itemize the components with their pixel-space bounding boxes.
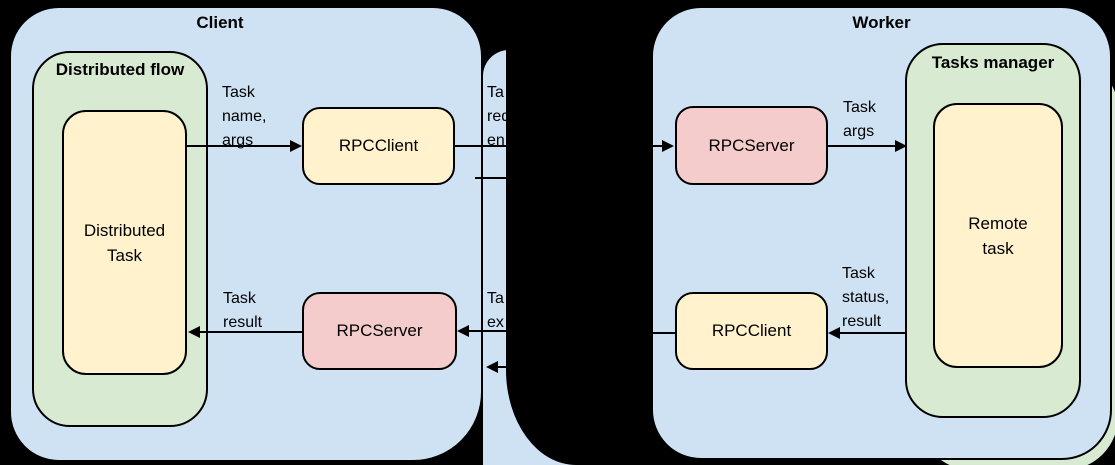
task-status-result-line3: result <box>842 313 882 330</box>
broker-fragment-top-line2: req <box>487 108 511 125</box>
worker-rpcserver-node: RPCServer <box>675 106 828 185</box>
client-rpcserver-label: RPCServer <box>336 321 423 340</box>
arrow-rpcserver-to-task-line <box>200 331 302 333</box>
distributed-task-label-line2: Task <box>107 245 142 265</box>
broker-fragment-top-line1: Ta <box>487 84 504 101</box>
task-name-args-line2: name, <box>222 108 267 125</box>
broker-fragment-bottom: Ta ex <box>487 287 504 335</box>
distributed-task-node: Distributed Task <box>62 110 187 375</box>
worker-rpcserver-label: RPCServer <box>708 135 795 155</box>
broker-fragment-bottom-line2: ex <box>487 314 504 331</box>
task-args-label: Task args <box>843 96 876 144</box>
task-result-line2: result <box>223 314 263 331</box>
arrow-broker-to-worker-rpcserver-line <box>651 145 663 147</box>
tasks-manager-title: Tasks manager <box>931 53 1055 72</box>
arrow-broker-to-worker-rpcserver-head <box>662 140 674 152</box>
transparent-background-cutout <box>506 0 650 465</box>
arrow-manager-to-rpcclient-head <box>828 327 840 339</box>
distributed-flow-title: Distributed flow <box>55 60 185 79</box>
client-rpcclient-node: RPCClient <box>302 107 455 185</box>
arrow-rpcserver-to-manager-line <box>828 145 895 147</box>
task-status-result-label: Task status, result <box>842 262 889 334</box>
task-status-result-line1: Task <box>842 265 875 282</box>
arrow-rpcserver-to-task-head <box>188 326 200 338</box>
remote-task-label-line1: Remote <box>968 213 1028 233</box>
task-args-line2: args <box>843 123 875 140</box>
line-rpcclient-to-broker <box>455 145 508 147</box>
line-worker-rpcclient-to-broker <box>651 332 675 334</box>
distributed-task-label-line1: Distributed <box>83 220 166 240</box>
broker-fragment-top: Ta req en <box>487 81 510 153</box>
client-title: Client <box>196 13 244 32</box>
task-result-line1: Task <box>223 290 256 307</box>
remote-task-label-line2: task <box>982 238 1014 258</box>
arrow-broker-lower-extra-head <box>486 361 498 373</box>
task-status-result-line2: status, <box>842 289 890 306</box>
worker-rpcclient-node: RPCClient <box>675 292 828 370</box>
task-name-args-label: Task name, args <box>222 81 266 153</box>
client-rpcclient-label: RPCClient <box>338 136 419 155</box>
broker-fragment-top-line3: en <box>487 132 505 149</box>
task-result-label: Task result <box>223 287 262 335</box>
task-args-line1: Task <box>843 99 876 116</box>
remote-task-node: Remote task <box>933 103 1063 368</box>
arrow-manager-to-rpcclient-line <box>840 332 907 334</box>
task-name-args-line1: Task <box>222 84 255 101</box>
arrow-task-to-rpcclient-head <box>290 140 302 152</box>
arrow-broker-lower-extra-line <box>498 366 508 368</box>
worker-rpcclient-label: RPCClient <box>711 321 792 340</box>
broker-fragment-bottom-line1: Ta <box>487 290 504 307</box>
task-name-args-line3: args <box>222 132 254 149</box>
line-broker-upper-extra <box>475 177 508 179</box>
worker-title: Worker <box>852 13 911 32</box>
arrow-broker-to-rpcserver-line <box>469 330 508 332</box>
arrow-rpcserver-to-manager-head <box>895 140 907 152</box>
arrow-broker-to-rpcserver-head <box>457 325 469 337</box>
arrow-task-to-rpcclient-line <box>187 145 291 147</box>
client-rpcserver-node: RPCServer <box>302 292 457 370</box>
